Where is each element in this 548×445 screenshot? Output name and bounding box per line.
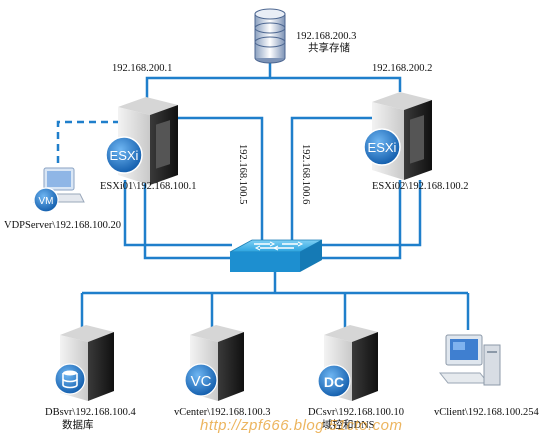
- vclient-label: vClient\192.168.100.254: [434, 407, 539, 418]
- dc-badge-icon: DC: [317, 364, 351, 398]
- svg-text:VC: VC: [191, 373, 212, 390]
- link-esxi01-switch-b: [143, 180, 235, 260]
- dcsvr-role-label: 域控和DNS: [322, 420, 375, 431]
- svg-text:ESXi: ESXi: [110, 148, 139, 163]
- link-esxi02-storage: [270, 76, 402, 92]
- esxi01-storage-ip-label: 192.168.200.1: [112, 63, 173, 74]
- dbsvr-label: DBsvr\192.168.100.4: [45, 407, 136, 418]
- esxi01-host-label: ESXi01\192.168.100.1: [100, 181, 197, 192]
- link-esxi01-switch-a: [123, 180, 232, 247]
- esxi02-badge-icon: ESXi: [363, 128, 401, 166]
- esxi01-badge-icon: ESXi: [105, 136, 143, 174]
- link-esxi01-vmotion: [165, 116, 264, 242]
- svg-text:DC: DC: [324, 374, 344, 390]
- vcenter-badge-icon: VC: [184, 363, 218, 397]
- esxi02-storage-ip-label: 192.168.200.2: [372, 63, 433, 74]
- database-badge-icon: [54, 363, 86, 395]
- storage-name-label: 共享存储: [308, 43, 350, 54]
- svg-text:VM: VM: [39, 196, 54, 207]
- link-vm-dashed: [56, 120, 120, 172]
- vm-host-label: VDPServer\192.168.100.20: [4, 220, 121, 231]
- dcsvr-label: DCsvr\192.168.100.10: [308, 407, 404, 418]
- vcenter-label: vCenter\192.168.100.3: [174, 407, 271, 418]
- connection-lines: [80, 62, 470, 330]
- storage-icon: [254, 8, 286, 64]
- dbsvr-role-label: 数据库: [62, 420, 94, 431]
- vclient-computer-icon: [438, 334, 501, 386]
- network-switch-icon: [229, 239, 323, 272]
- esxi01-vmotion-ip-label: 192.168.100.5: [237, 144, 248, 205]
- storage-ip-label: 192.168.200.3: [296, 31, 357, 42]
- link-esxi02-switch-b: [318, 180, 402, 260]
- link-esxi02-vmotion: [290, 116, 377, 242]
- svg-text:ESXi: ESXi: [368, 140, 397, 155]
- esxi02-vmotion-ip-label: 192.168.100.6: [300, 144, 311, 205]
- watermark: http://zpf666.blog.51cto.com: [200, 417, 403, 434]
- vm-badge-icon: VM: [33, 187, 59, 213]
- link-esxi01-storage: [145, 62, 272, 100]
- esxi02-host-label: ESXi02\192.168.100.2: [372, 181, 469, 192]
- link-esxi02-switch-a: [320, 180, 422, 247]
